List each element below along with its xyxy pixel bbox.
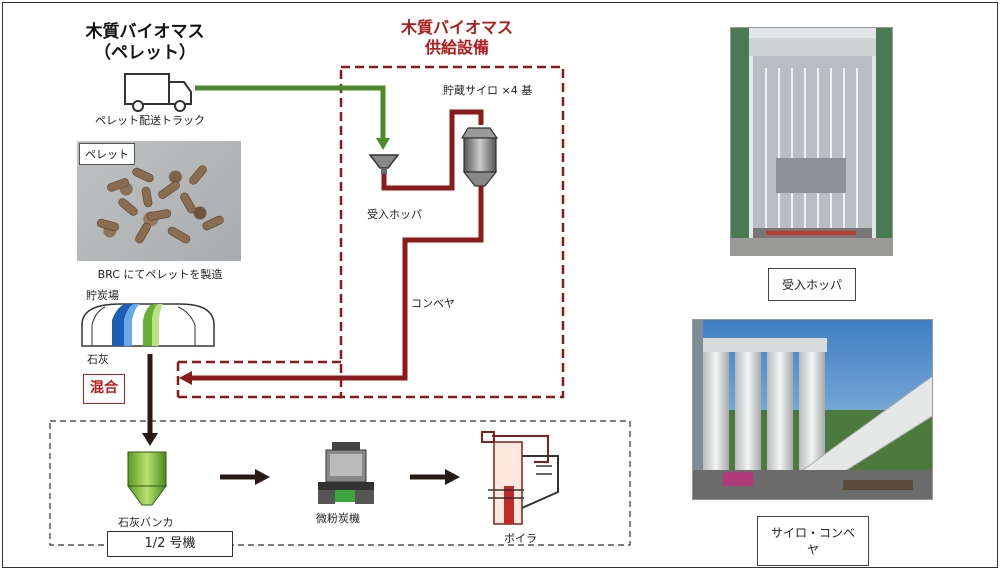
red-arrow-head <box>179 371 192 385</box>
supply-facility-boundary <box>339 65 565 399</box>
lime-bunker-label: 石灰バンカ <box>118 516 174 529</box>
boiler-label: ボイラ <box>504 532 537 545</box>
supply-facility-title: 木質バイオマス 供給設備 <box>372 18 542 58</box>
silo-conveyor-drawing <box>693 320 932 499</box>
conveyor-label: コンベヤ <box>411 297 455 310</box>
silo-conveyor-photo-caption: サイロ・コンベヤ <box>757 516 869 566</box>
unit-label: 1/2 号機 <box>107 531 233 557</box>
hopper-building-photo <box>730 27 893 256</box>
biomass-title-line1: 木質バイオマス <box>85 22 205 42</box>
silo-icon <box>460 127 499 187</box>
supply-facility-line2: 供給設備 <box>424 38 489 57</box>
mix-label: 混合 <box>83 374 125 404</box>
hopper-building-drawing <box>731 28 892 255</box>
hopper-label: 受入ホッパ <box>367 208 422 221</box>
silo-conveyor-photo <box>692 319 933 500</box>
green-arrow-head <box>376 138 390 150</box>
supply-facility-line1: 木質バイオマス <box>400 18 513 37</box>
lime-bunker-icon <box>127 451 167 506</box>
boiler-icon <box>481 431 559 525</box>
hopper-icon <box>368 154 400 174</box>
hopper-photo-caption: 受入ホッパ <box>768 268 856 301</box>
biomass-title: 木質バイオマス （ペレット） <box>70 22 220 64</box>
coal-yard-label: 貯炭場 <box>86 289 119 302</box>
mill-icon <box>318 442 374 504</box>
lime-label: 石灰 <box>87 353 109 366</box>
silo-label: 貯蔵サイロ ×4 基 <box>443 84 533 97</box>
unit-boundary <box>49 420 631 546</box>
pellet-tag: ペレット <box>79 143 135 165</box>
pellet-pile <box>96 165 224 244</box>
mill-label: 微粉炭機 <box>316 512 360 525</box>
coal-yard-icon <box>81 303 215 347</box>
truck-label: ペレット配送トラック <box>95 114 205 127</box>
pellet-caption: BRC にてペレットを製造 <box>97 268 223 281</box>
truck-icon <box>124 73 192 112</box>
biomass-title-line2: （ペレット） <box>94 43 196 63</box>
